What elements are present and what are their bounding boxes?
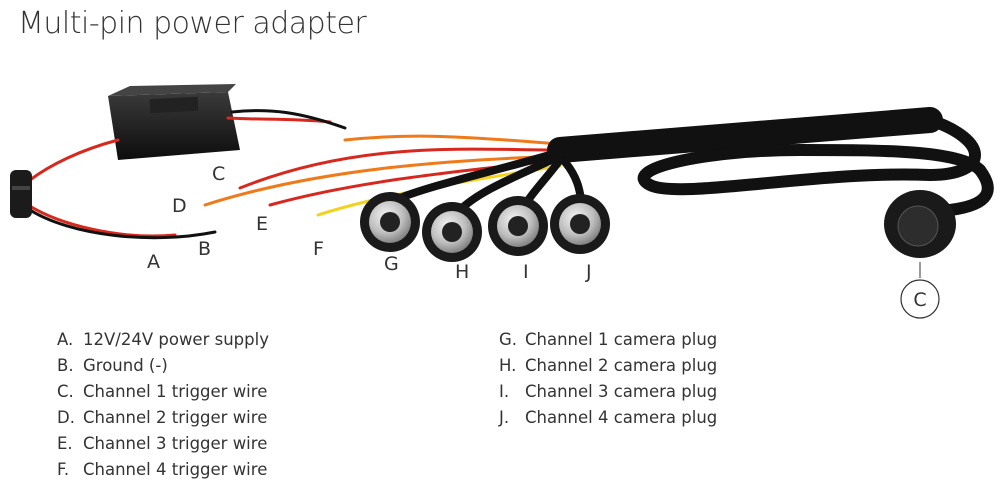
label-c: C <box>212 163 225 185</box>
legend-item: H.Channel 2 camera plug <box>499 356 718 375</box>
label-d: D <box>172 195 187 217</box>
callout-c-label: C <box>913 289 926 311</box>
label-h: H <box>455 261 469 283</box>
legend-item: A.12V/24V power supply <box>57 330 269 349</box>
legend-item: D.Channel 2 trigger wire <box>57 408 268 427</box>
label-j: J <box>585 261 592 283</box>
camera-plug-j <box>550 194 610 254</box>
legend-item: E.Channel 3 trigger wire <box>57 434 268 453</box>
page-title: Multi-pin power adapter <box>18 6 367 41</box>
legend-item: I.Channel 3 camera plug <box>499 382 718 401</box>
fuse-holder <box>10 170 32 218</box>
main-cable <box>547 107 994 216</box>
legend-left: A.12V/24V power supply B.Ground (-) C.Ch… <box>57 327 269 483</box>
label-b: B <box>198 238 211 260</box>
camera-plug-i <box>488 196 548 256</box>
camera-plug-h <box>422 202 482 262</box>
power-wires <box>26 109 347 240</box>
camera-plug-g <box>360 192 420 252</box>
legend-right: G.Channel 1 camera plug H.Channel 2 came… <box>499 327 717 431</box>
label-a: A <box>147 251 160 273</box>
legend-item: B.Ground (-) <box>57 356 168 375</box>
legend-item: J.Channel 4 camera plug <box>499 408 718 427</box>
control-box <box>108 84 240 160</box>
callout-c: C <box>900 262 940 319</box>
label-e: E <box>256 213 268 235</box>
label-f: F <box>313 238 324 260</box>
multi-pin-connector <box>884 190 956 258</box>
label-g: G <box>384 253 399 275</box>
legend-item: G.Channel 1 camera plug <box>499 330 718 349</box>
legend-item: C.Channel 1 trigger wire <box>57 382 268 401</box>
adapter-diagram: C D E A B F G H I J C <box>10 84 994 319</box>
legend-item: F.Channel 4 trigger wire <box>57 460 268 479</box>
label-i: I <box>523 261 529 283</box>
